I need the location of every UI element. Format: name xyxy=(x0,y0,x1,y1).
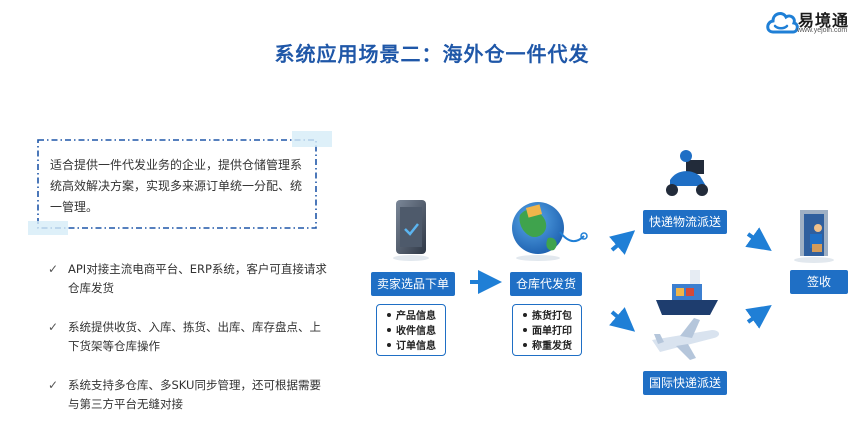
scooter-icon xyxy=(666,150,708,196)
feature-item: ✓ 系统提供收货、入库、拣货、出库、库存盘点、上下货架等仓库操作 xyxy=(48,318,328,356)
warehouse-info-box: 拣货打包 面单打印 称重发货 xyxy=(512,304,582,356)
check-icon: ✓ xyxy=(48,320,59,334)
brand-url: www.yejoin.com xyxy=(797,27,848,34)
info-item: 称重发货 xyxy=(523,339,581,354)
feature-list: ✓ API对接主流电商平台、ERP系统，客户可直接请求仓库发货 ✓ 系统提供收货… xyxy=(48,260,328,434)
check-icon: ✓ xyxy=(48,378,59,392)
feature-item: ✓ 系统支持多仓库、多SKU同步管理，还可根据需要与第三方平台无缝对接 xyxy=(48,376,328,414)
seller-info-box: 产品信息 收件信息 订单信息 xyxy=(376,304,446,356)
sign-node: 签收 xyxy=(790,270,848,294)
globe-icon xyxy=(512,202,588,261)
feature-text: 系统支持多仓库、多SKU同步管理，还可根据需要与第三方平台无缝对接 xyxy=(68,378,321,411)
flow-arrows xyxy=(470,227,772,332)
feature-text: API对接主流电商平台、ERP系统，客户可直接请求仓库发货 xyxy=(68,262,327,295)
info-item: 产品信息 xyxy=(387,309,445,324)
feature-text: 系统提供收货、入库、拣货、出库、库存盘点、上下货架等仓库操作 xyxy=(68,320,321,353)
phone-icon xyxy=(393,200,429,261)
intro-text: 适合提供一件代发业务的企业，提供仓储管理系统高效解决方案，实现多来源订单统一分配… xyxy=(50,158,303,214)
arrow-icon xyxy=(745,227,772,251)
arrow-icon xyxy=(609,230,636,255)
door-delivery-icon xyxy=(794,210,834,263)
info-item: 订单信息 xyxy=(387,339,445,354)
brand-name: 易境通 xyxy=(798,11,850,30)
page-title: 系统应用场景二：海外仓一件代发 xyxy=(274,42,590,66)
info-item: 面单打印 xyxy=(523,324,581,339)
arrow-icon xyxy=(745,305,772,329)
warehouse-node: 仓库代发货 xyxy=(510,272,582,296)
ship-icon xyxy=(656,270,718,315)
feature-item: ✓ API对接主流电商平台、ERP系统，客户可直接请求仓库发货 xyxy=(48,260,328,298)
express-delivery-node: 快递物流派送 xyxy=(643,210,727,234)
info-item: 收件信息 xyxy=(387,324,445,339)
seller-order-node: 卖家选品下单 xyxy=(371,272,455,296)
arrow-icon xyxy=(609,307,636,332)
international-delivery-node: 国际快递派送 xyxy=(643,371,727,395)
info-item: 拣货打包 xyxy=(523,309,581,324)
check-icon: ✓ xyxy=(48,262,59,276)
airplane-icon xyxy=(652,318,720,360)
